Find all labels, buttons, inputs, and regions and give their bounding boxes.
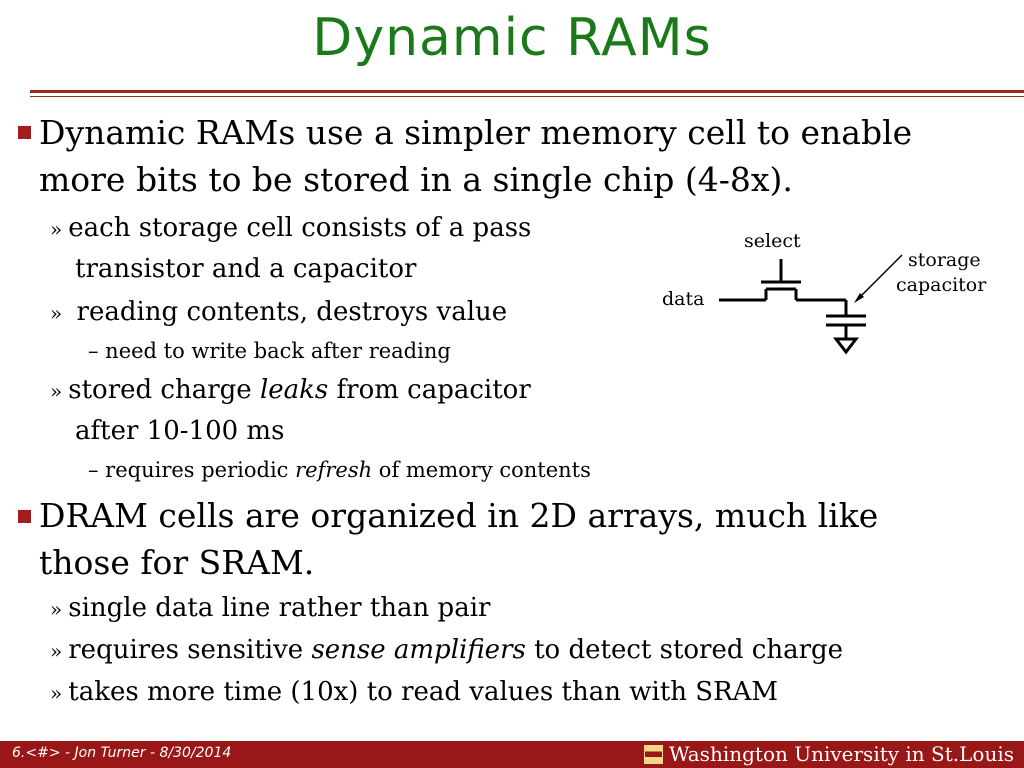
sub-sub-bullet: – requires periodic refresh of memory co… [88, 456, 591, 484]
bullet-2-line-1: DRAM cells are organized in 2D arrays, m… [39, 496, 879, 535]
sub-bullet-marker: » [50, 379, 63, 403]
sub-bullet-text-pre: stored charge [68, 375, 260, 405]
sub-bullet-marker: » [50, 681, 63, 705]
sub-bullet-text: single data line rather than pair [68, 593, 491, 623]
pointer-arrow [854, 254, 903, 303]
footer-slide-info: 6.<#> - Jon Turner - 8/30/2014 [12, 745, 232, 761]
bullet-1-line-1: Dynamic RAMs use a simpler memory cell t… [39, 113, 913, 152]
sub-bullet: »takes more time (10x) to read values th… [50, 672, 778, 714]
sub-sub-bullet-pre: – requires periodic [88, 458, 296, 482]
sub-bullet: »stored charge leaks from capacitor [50, 370, 531, 412]
title-divider-thin [30, 96, 1024, 97]
sub-bullet-marker: » [50, 301, 63, 325]
sub-bullet: »single data line rather than pair [50, 588, 490, 630]
sub-bullet-continuation: transistor and a capacitor [75, 254, 417, 284]
capacitor-symbol [826, 300, 866, 339]
ground-icon [832, 337, 860, 355]
slide-title: Dynamic RAMs [312, 8, 712, 68]
sub-bullet-marker: » [50, 217, 63, 241]
sub-bullet: » reading contents, destroys value [50, 292, 507, 334]
transistor-symbol [719, 259, 846, 302]
dram-cell-diagram: select data storage capacitor [662, 230, 987, 355]
sub-bullet-continuation: after 10-100 ms [75, 416, 285, 446]
bullet-marker [18, 510, 31, 523]
capacitor-label: capacitor [896, 274, 987, 296]
bullet-2-line-2: those for SRAM. [39, 543, 315, 582]
footer-bar: 6.<#> - Jon Turner - 8/30/2014 Washingto… [0, 741, 1024, 768]
sub-bullet-text: reading contents, destroys value [68, 297, 508, 327]
sub-bullet-marker: » [50, 597, 63, 621]
sub-bullet-marker: » [50, 639, 63, 663]
sub-bullet-text-post: to detect stored charge [525, 635, 844, 665]
sub-sub-bullet-post: of memory contents [372, 458, 591, 482]
select-label: select [744, 230, 801, 252]
title-divider [30, 90, 1024, 93]
sub-bullet-text-pre: requires sensitive [68, 635, 312, 665]
data-label: data [662, 288, 704, 310]
sub-bullet: »requires sensitive sense amplifiers to … [50, 630, 843, 672]
emphasis-text: refresh [295, 458, 373, 482]
sub-bullet-text-post: from capacitor [328, 375, 531, 405]
sub-bullet-text: each storage cell consists of a pass [68, 213, 532, 243]
sub-sub-bullet: – need to write back after reading [88, 339, 451, 363]
bullet-1-line-2: more bits to be stored in a single chip … [39, 160, 793, 199]
university-seal-icon [643, 744, 663, 764]
sub-bullet: »each storage cell consists of a pass [50, 208, 531, 250]
storage-label: storage [908, 249, 981, 271]
bullet-marker [18, 126, 31, 139]
sub-bullet-text: takes more time (10x) to read values tha… [68, 677, 779, 707]
university-name: Washington University in St.Louis [668, 742, 1014, 766]
emphasis-text: leaks [259, 375, 329, 405]
emphasis-text: sense amplifiers [311, 635, 526, 665]
footer-university: Washington University in St.Louis [643, 742, 1014, 766]
